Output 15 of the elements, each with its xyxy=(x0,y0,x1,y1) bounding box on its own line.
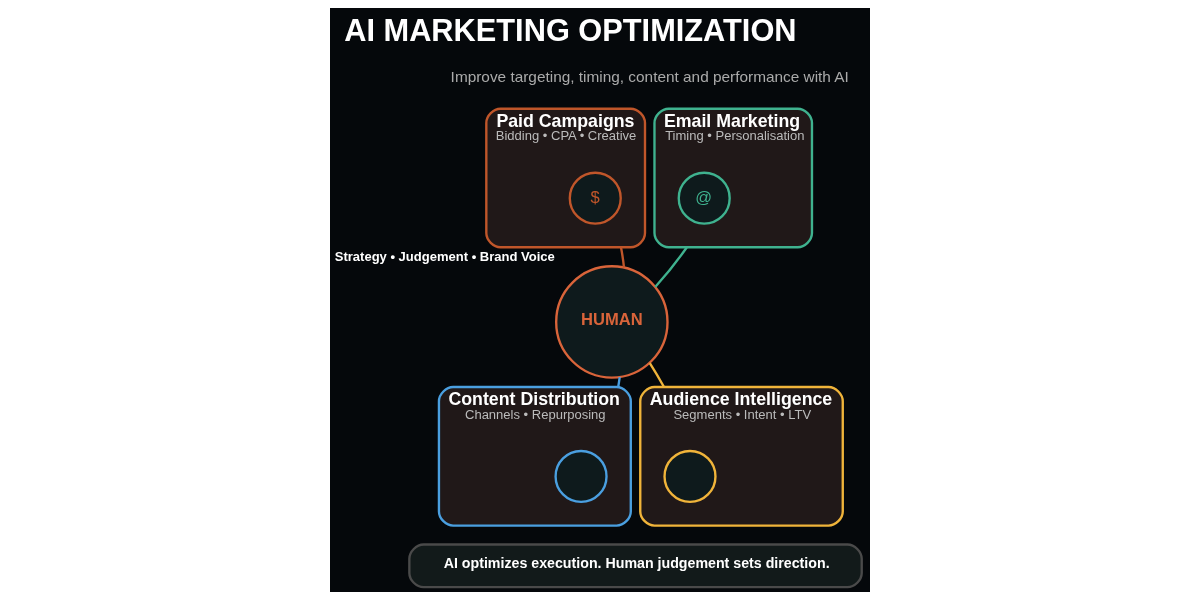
node-circle xyxy=(554,449,608,504)
connector xyxy=(619,247,626,268)
node-circle xyxy=(663,449,717,504)
connector xyxy=(617,377,621,388)
node-box: AI optimizes execution. Human judgement sets direction. xyxy=(408,543,863,589)
node-circle: @ xyxy=(677,171,731,225)
node-label: Strategy • Judgement • Brand Voice xyxy=(334,249,555,265)
node-circle: $ xyxy=(568,171,622,225)
cluster: Audience Intelligence Segments • Intent • LTV xyxy=(639,385,844,527)
node-circle: HUMAN xyxy=(555,265,669,379)
diagram-title: AI MARKETING OPTIMIZATION xyxy=(344,13,797,49)
label: Improve targeting, timing, content and performance with AI xyxy=(450,67,849,85)
connector xyxy=(654,246,688,288)
cluster: Content Distribution Channels • Repurposing xyxy=(437,385,632,527)
connector xyxy=(648,362,666,388)
